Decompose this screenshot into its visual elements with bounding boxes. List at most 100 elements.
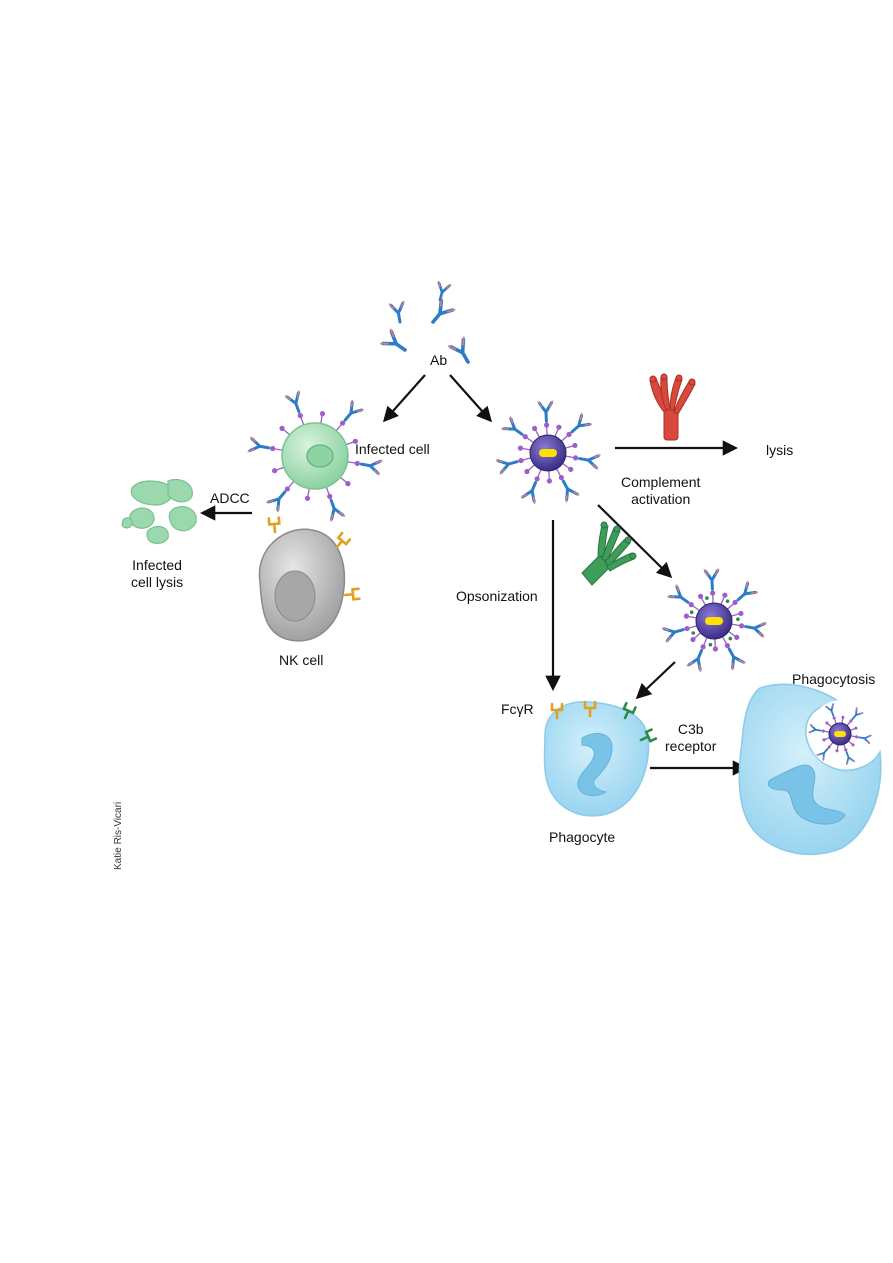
pathogen3-spike-2 — [851, 743, 855, 747]
pathogen1-antibody-3 — [561, 479, 580, 503]
pathogen3-antibody-5 — [816, 747, 829, 761]
pathogen1-spike-11 — [544, 422, 550, 428]
pathogen2-antibody-3 — [727, 647, 746, 671]
pathogen1-spike-12 — [556, 424, 562, 430]
pathogen2-spike-4 — [712, 646, 718, 652]
pathogen3-antibody-11 — [851, 707, 864, 721]
pathogen2-spike-5 — [700, 644, 706, 650]
infected-spike-12 — [352, 438, 359, 444]
infected-spike-10 — [319, 411, 326, 417]
free-antibody-2 — [431, 297, 456, 324]
pathogen1-spike-2 — [568, 466, 574, 472]
lysed-cell-fragments — [121, 478, 197, 544]
free-antibodies — [380, 280, 470, 364]
infected-antibody-5 — [265, 490, 287, 513]
pathogen1-spike-7 — [518, 457, 524, 464]
pathogen3-spike-4 — [835, 749, 839, 753]
label-infected-cell-lysis: Infected cell lysis — [131, 557, 183, 591]
c3b-receptor-2 — [639, 728, 658, 743]
pathogen2-antibody-13 — [736, 580, 759, 602]
pathogen2-spike-14 — [738, 610, 744, 617]
fc-receptor-nk-1 — [267, 516, 281, 534]
pathogen1-antibody-1 — [578, 454, 601, 470]
infected-spike-11 — [340, 420, 346, 426]
fc-gamma-receptor-1 — [550, 702, 564, 720]
pathogen3-spike-6 — [822, 738, 826, 742]
pathogen3-spike-7 — [821, 729, 825, 733]
pathogen3-spike-8 — [825, 721, 829, 725]
infected-spike-9 — [297, 412, 303, 419]
infected-spike-4 — [304, 495, 311, 501]
label-complement-activation-line2: activation — [631, 491, 691, 507]
pathogen2-spike-6 — [690, 636, 696, 643]
label-ab: Ab — [430, 352, 448, 368]
label-fcgr: FcγR — [501, 701, 534, 717]
pathogen3-spike-12 — [854, 726, 858, 730]
pathogen3-antibody-1 — [858, 734, 872, 745]
pathogen2-spike-12 — [722, 592, 728, 598]
pathogen1-spike-14 — [572, 442, 578, 449]
infected-antibody-9 — [284, 390, 301, 414]
label-opsonization: Opsonization — [456, 588, 538, 604]
infected-spike-7 — [270, 445, 276, 452]
pathogen3-antibody-3 — [845, 751, 856, 766]
fc-receptor-nk-3 — [343, 587, 361, 601]
fc-gamma-receptor-2 — [583, 700, 597, 718]
pathogen1-spike-3 — [558, 474, 564, 481]
label-infected-cell-lysis-line1: Infected — [132, 557, 182, 573]
label-infected-cell-lysis-line2: cell lysis — [131, 574, 184, 590]
pathogen1-spike-8 — [517, 445, 524, 451]
infected-cell-antibodies — [247, 390, 383, 522]
pathogen1-spike-4 — [546, 478, 552, 484]
arrows — [199, 374, 749, 776]
pathogen3-spike-3 — [844, 748, 848, 752]
arrow-ab-to-infected-cell — [382, 374, 426, 423]
pathogen2-spike-11 — [710, 590, 716, 596]
pathogen3-spike-1 — [855, 735, 859, 739]
pathogen1-antibody-7 — [495, 459, 519, 475]
opsonized-pathogen — [495, 400, 601, 504]
pathogen2-spike-1 — [738, 623, 745, 629]
label-complement-activation: Complement activation — [621, 474, 700, 508]
free-antibody-4 — [388, 300, 405, 324]
infected-cell — [247, 390, 383, 522]
c3b-receptor-1 — [622, 701, 637, 720]
illustrator-credit: Katie Ris-Vicari — [113, 801, 124, 870]
free-antibody-1 — [380, 328, 407, 352]
pathogen2-spike-10 — [698, 593, 704, 600]
phagocyte-receptors — [550, 700, 658, 743]
label-infected-cell: Infected cell — [355, 441, 430, 457]
complement-opsonized-pathogen — [661, 568, 767, 672]
pathogen2-spike-9 — [688, 602, 694, 608]
pathogen2-antibody-7 — [661, 627, 685, 643]
pathogen2-antibody-5 — [686, 648, 704, 672]
label-nk-cell: NK cell — [279, 652, 324, 668]
pathogen3-spike-10 — [841, 715, 845, 719]
pathogen2-spike-7 — [684, 625, 690, 632]
pathogen1-antibody-5 — [520, 480, 538, 504]
pathogen3-spike-9 — [832, 716, 836, 720]
infected-spike-8 — [279, 425, 285, 431]
label-c3b-receptor-line1: C3b — [677, 721, 704, 737]
pathogen1-antibody-13 — [570, 412, 593, 434]
pathogen3-spike-11 — [849, 719, 853, 723]
pathogen1-antibody-9 — [501, 416, 524, 436]
phagocyte — [543, 700, 658, 817]
infected-antibody-7 — [247, 436, 271, 453]
pathogen3-antibody-9 — [824, 702, 835, 717]
complement-c1q-red — [649, 373, 696, 441]
arrow-ab-to-pathogen — [449, 374, 493, 423]
infected-antibody-1 — [359, 459, 383, 476]
label-lysis: lysis — [766, 442, 794, 458]
infected-spike-6 — [271, 468, 278, 474]
pathogen1-spike-1 — [572, 455, 579, 461]
pathogen2-spike-3 — [724, 642, 730, 649]
infected-spike-2 — [345, 481, 351, 487]
label-adcc: ADCC — [210, 490, 250, 506]
infected-spike-1 — [354, 460, 360, 467]
fc-receptors-nk — [267, 516, 361, 601]
pathogen2-antibody-9 — [667, 584, 690, 604]
pathogen3-antibody-7 — [808, 723, 822, 734]
pathogen3-spike-5 — [827, 745, 831, 749]
